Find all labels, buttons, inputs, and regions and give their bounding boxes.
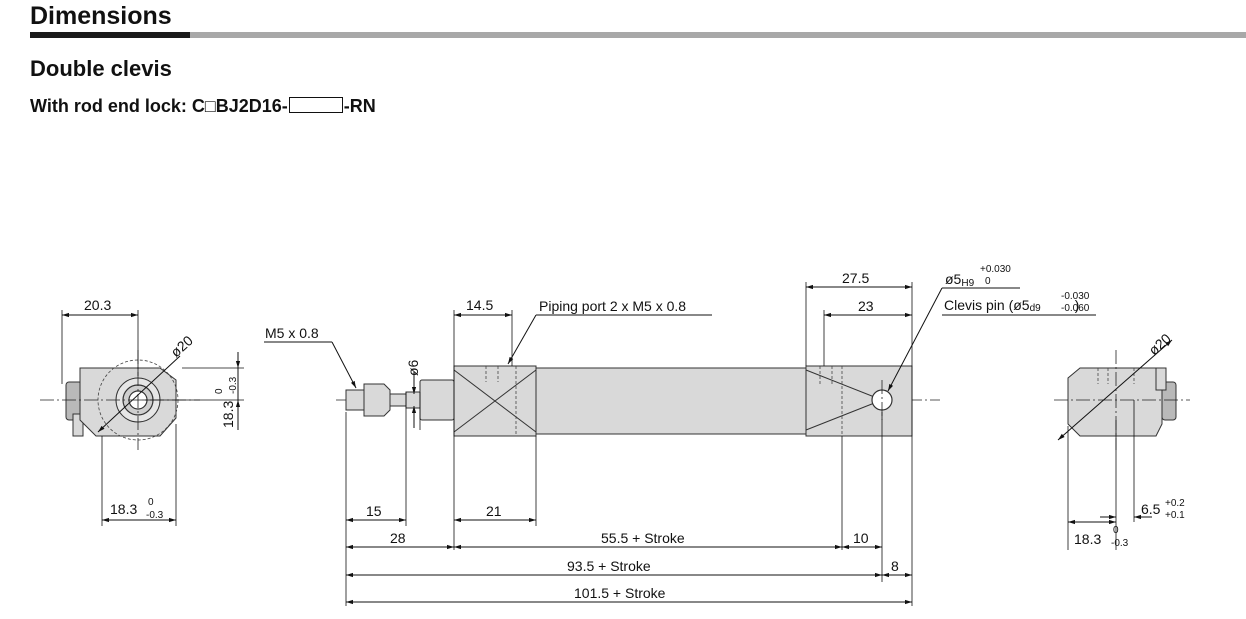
- left-dim-height-tol-upper: 0: [214, 388, 225, 394]
- right-dim-offset: 6.5: [1141, 501, 1161, 517]
- pin-hole-label: ø5H9: [945, 271, 975, 289]
- dim-14-5: 14.5: [466, 297, 493, 313]
- piping-port-label: Piping port 2 x M5 x 0.8: [539, 298, 686, 314]
- dim-27-5: 27.5: [842, 270, 869, 286]
- model-code-line: With rod end lock: C□BJ2D16- -RN: [30, 96, 376, 117]
- thread-label: M5 x 0.8: [265, 325, 319, 341]
- rod-end-thread: [345, 389, 365, 411]
- rod-lock-nut: [363, 383, 391, 417]
- left-end-view: ø20 20.3 18.3 0 -0.3 18.3 0 -0.3: [40, 297, 244, 526]
- model-suffix: -RN: [343, 96, 376, 116]
- clevis-pin-label: Clevis pin (ø5d9): [944, 297, 1079, 314]
- right-dim-bottom: 18.3: [1074, 531, 1101, 547]
- left-dim-bottom-tol-lower: -0.3: [146, 510, 164, 521]
- dim-10: 10: [853, 530, 869, 546]
- piping-leader-d: [507, 314, 537, 365]
- left-lock-knob: [72, 413, 84, 437]
- cylinder-tube: [535, 367, 807, 435]
- right-dim-diameter: ø20: [1145, 330, 1174, 358]
- left-dim-height-tol-lower: -0.3: [228, 376, 239, 394]
- rear-clevis: [805, 365, 913, 437]
- pin-leader: [887, 287, 943, 392]
- rear-clevis-cross-a: [805, 369, 883, 401]
- right-diameter-leader: [1057, 339, 1173, 441]
- right-dim-offset-tol-upper: +0.2: [1165, 498, 1185, 509]
- left-dim-height: 18.3: [220, 401, 236, 428]
- subtitle: Double clevis: [30, 56, 172, 81]
- section-title: Dimensions: [30, 2, 172, 30]
- model-box-glyph: □: [204, 96, 216, 116]
- left-dim-diameter: ø20: [167, 332, 196, 360]
- left-dim-top: 20.3: [84, 297, 111, 313]
- stroke-blank-box: [288, 97, 343, 113]
- right-lock-knob: [1155, 367, 1167, 391]
- rod-collar: [405, 391, 421, 409]
- rod-cover-boss: [419, 379, 455, 421]
- title-rule: [30, 32, 1246, 38]
- pin-hole-tol-upper: +0.030: [980, 264, 1011, 275]
- thread-leader-d: [331, 341, 357, 389]
- right-dim-bottom-tol-upper: 0: [1113, 525, 1119, 536]
- dim-8: 8: [891, 558, 899, 574]
- rod-diameter: ø6: [405, 359, 421, 376]
- right-dim-bottom-tol-lower: -0.3: [1111, 538, 1129, 549]
- dim-101-5: 101.5 + Stroke: [574, 585, 666, 601]
- clevis-pin-tol-upper: -0.030: [1061, 291, 1090, 302]
- right-dim-offset-tol-lower: +0.1: [1165, 510, 1185, 521]
- pin-hole-tol-lower: 0: [985, 276, 991, 287]
- left-diameter-leader: [97, 355, 181, 433]
- front-view: M5 x 0.8 ø6 14.5 Piping port 2 x M5 x 0.…: [264, 264, 1096, 606]
- left-dim-bottom-tol-upper: 0: [148, 497, 154, 508]
- title-rule-accent: [30, 32, 190, 38]
- right-end-view: ø20 18.3 0 -0.3 6.5 +0.2 +0.1: [1054, 330, 1190, 550]
- rod-shaft: [389, 393, 407, 407]
- dim-21: 21: [486, 503, 502, 519]
- dim-28: 28: [390, 530, 406, 546]
- model-prefix: With rod end lock: C: [30, 96, 205, 116]
- dim-93-5: 93.5 + Stroke: [567, 558, 651, 574]
- dim-55-5: 55.5 + Stroke: [601, 530, 685, 546]
- head-cover-cross-b: [453, 369, 537, 433]
- dim-23: 23: [858, 298, 874, 314]
- dim-15: 15: [366, 503, 382, 519]
- left-dim-bottom: 18.3: [110, 501, 137, 517]
- clevis-pin-tol-lower: -0.060: [1061, 303, 1090, 314]
- model-middle: BJ2D16-: [215, 96, 288, 116]
- right-body-outline: [1067, 367, 1163, 437]
- rear-clevis-cross-b: [805, 399, 883, 431]
